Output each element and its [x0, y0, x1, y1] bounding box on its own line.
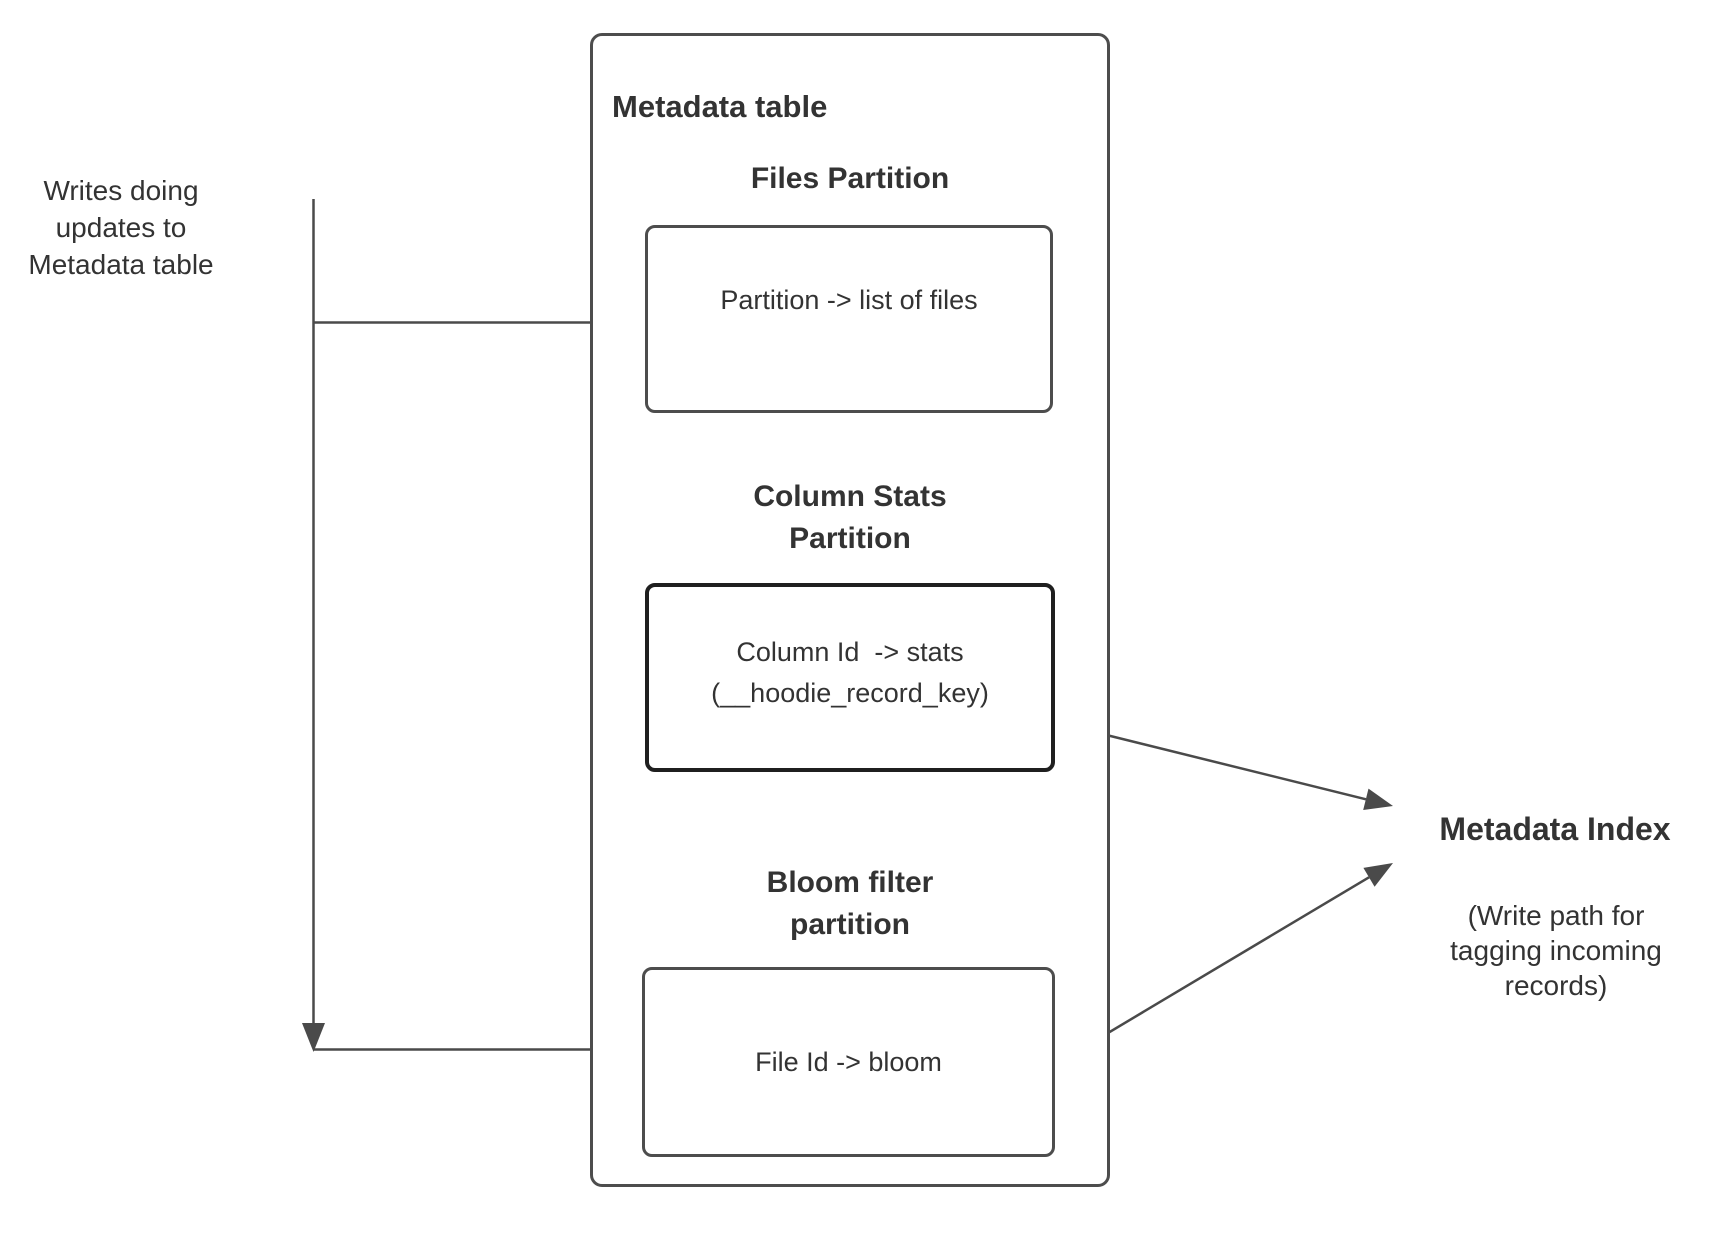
metadata-index-note-line-2: tagging incoming [1450, 935, 1662, 966]
bloom-filter-title-line-1: Bloom filter [766, 866, 934, 899]
writes-note-line-3: Metadata table [28, 249, 214, 280]
metadata-index-note-line-3: records) [1504, 970, 1608, 1001]
column-stats-body-line-2: (__hoodie_record_key) [711, 677, 989, 708]
files-partition-box: Partition -> list of files [645, 225, 1053, 413]
column-stats-title-line-1: Column Stats [753, 480, 947, 513]
bloom-filter-partition-title: Bloom filter partition [645, 862, 1055, 946]
writes-down-arrowhead [302, 1023, 325, 1052]
metadata-index-note: (Write path for tagging incoming records… [1385, 898, 1718, 1003]
files-partition-title: Files Partition [750, 162, 950, 195]
files-partition-body: Partition -> list of files [720, 284, 978, 315]
metadata-table-box: Metadata table Files Partition Partition… [590, 33, 1110, 1187]
bloom-filter-body: File Id -> bloom [755, 1046, 942, 1077]
arrow-stats-to-index-head [1363, 788, 1393, 810]
column-stats-title-line-2: Partition [789, 522, 911, 555]
writes-note-line-1: Writes doing [43, 175, 199, 206]
metadata-table-title: Metadata table [612, 89, 828, 124]
metadata-index-note-line-1: (Write path for [1467, 900, 1645, 931]
metadata-index-title: Metadata Index [1439, 811, 1671, 847]
writes-note: Writes doing updates to Metadata table [16, 172, 226, 283]
column-stats-body-line-1: Column Id -> stats [736, 636, 964, 667]
column-stats-partition-box: Column Id -> stats (__hoodie_record_key) [645, 583, 1055, 772]
bloom-filter-title-line-2: partition [790, 908, 910, 941]
bloom-filter-partition-box: File Id -> bloom [642, 967, 1055, 1157]
column-stats-partition-title: Column Stats Partition [645, 476, 1055, 560]
writes-note-line-2: updates to [55, 212, 187, 243]
arrow-bloom-to-index-head [1363, 863, 1393, 887]
